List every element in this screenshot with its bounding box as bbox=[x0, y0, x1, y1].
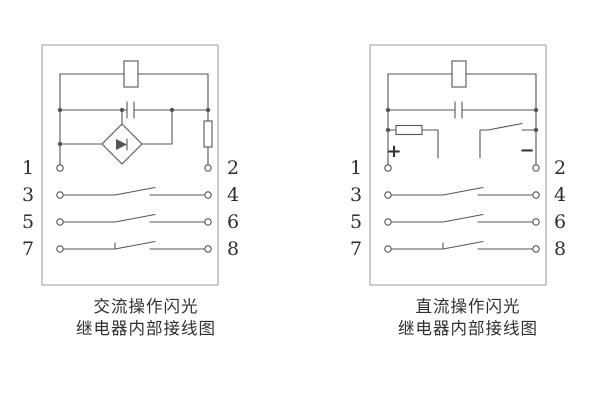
terminal-point bbox=[56, 218, 64, 226]
ac-bridge-diode-icon bbox=[116, 139, 127, 150]
ac-terminal-label: 4 bbox=[227, 184, 239, 206]
dc-contact-row-3-4 bbox=[390, 186, 534, 196]
dc-diagram-border bbox=[369, 44, 547, 286]
ac-terminal-label: 6 bbox=[227, 211, 239, 233]
dc-junction-dots bbox=[385, 107, 539, 133]
ac-terminal-label: 8 bbox=[227, 238, 239, 260]
dc-negative-label: − bbox=[519, 140, 534, 161]
ac-terminal-label: 7 bbox=[22, 238, 34, 260]
dc-terminal-label: 2 bbox=[554, 157, 566, 179]
terminal-point bbox=[56, 191, 64, 199]
terminal-point bbox=[384, 218, 392, 226]
dc-terminal-label: 1 bbox=[350, 157, 362, 179]
junction-dot bbox=[533, 107, 539, 113]
junction-dot bbox=[57, 107, 63, 113]
junction-dot bbox=[57, 141, 63, 147]
ac-caption-line2: 继电器内部接线图 bbox=[76, 319, 216, 338]
junction-dot bbox=[205, 107, 211, 113]
dc-contact-row-7-8 bbox=[390, 240, 534, 250]
dc-terminal-label: 6 bbox=[554, 211, 566, 233]
junction-dot bbox=[533, 127, 539, 133]
ac-terminal-label: 3 bbox=[22, 184, 34, 206]
ac-terminal-points bbox=[56, 164, 212, 253]
terminal-point bbox=[204, 245, 212, 253]
ac-top-wire bbox=[59, 73, 209, 111]
terminal-point bbox=[532, 191, 540, 199]
dc-top-resistor bbox=[451, 60, 467, 88]
dc-caption-line2: 继电器内部接线图 bbox=[398, 319, 538, 338]
junction-dot bbox=[385, 127, 391, 133]
ac-capacitor bbox=[126, 101, 135, 119]
junction-dot bbox=[119, 107, 125, 113]
ac-terminal-label: 5 bbox=[22, 211, 34, 233]
ac-contact-row-3-4 bbox=[62, 186, 206, 196]
terminal-point bbox=[56, 245, 64, 253]
terminal-point bbox=[384, 164, 392, 172]
terminal-point bbox=[204, 164, 212, 172]
dc-diagram: + − 1 3 5 7 2 4 6 8 直流操作闪光 继电器内部接线图 bbox=[350, 44, 566, 338]
dc-terminal-label: 7 bbox=[350, 238, 362, 260]
dc-contact-row-5-6 bbox=[390, 213, 534, 223]
terminal-point bbox=[532, 164, 540, 172]
dc-negative-branch-switch bbox=[479, 122, 537, 159]
ac-bridge-wires bbox=[59, 109, 173, 145]
dc-terminal-label: 5 bbox=[350, 211, 362, 233]
terminal-point bbox=[384, 245, 392, 253]
terminal-point bbox=[532, 245, 540, 253]
ac-terminal-label: 1 bbox=[22, 157, 34, 179]
terminal-point bbox=[384, 191, 392, 199]
ac-top-resistor bbox=[123, 60, 139, 88]
ac-junction-dots bbox=[57, 107, 211, 147]
ac-right-resistor bbox=[203, 120, 213, 148]
ac-caption-line1: 交流操作闪光 bbox=[94, 297, 199, 316]
ac-contact-row-5-6 bbox=[62, 213, 206, 223]
dc-terminal-label: 4 bbox=[554, 184, 566, 206]
terminal-point bbox=[204, 191, 212, 199]
junction-dot bbox=[169, 107, 175, 113]
dc-terminal-points bbox=[384, 164, 540, 253]
dc-terminal-label: 8 bbox=[554, 238, 566, 260]
dc-positive-label: + bbox=[386, 141, 401, 162]
terminal-point bbox=[204, 218, 212, 226]
ac-diagram-border bbox=[41, 44, 219, 286]
terminal-point bbox=[532, 218, 540, 226]
dc-top-wire bbox=[387, 73, 537, 111]
ac-diagram: 1 3 5 7 2 4 6 8 交流操作闪光 继电器内部接线图 bbox=[22, 44, 239, 338]
ac-contact-row-7-8 bbox=[62, 240, 206, 250]
ac-terminal-label: 2 bbox=[227, 157, 239, 179]
junction-dot bbox=[385, 107, 391, 113]
dc-series-resistor bbox=[395, 124, 423, 136]
dc-terminal-label: 3 bbox=[350, 184, 362, 206]
dc-caption-line1: 直流操作闪光 bbox=[416, 297, 521, 316]
terminal-point bbox=[56, 164, 64, 172]
dc-capacitor bbox=[454, 101, 463, 119]
